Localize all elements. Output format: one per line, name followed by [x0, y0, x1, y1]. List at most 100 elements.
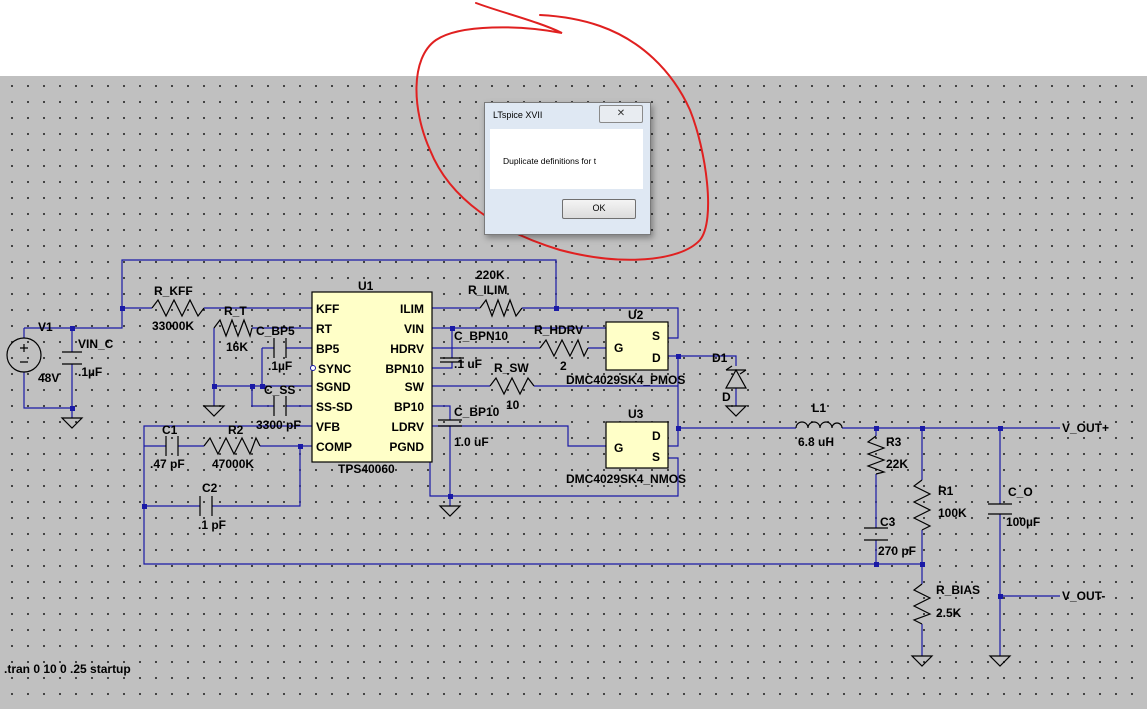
ic-pin-sw: SW [405, 380, 425, 394]
label-r2: R2 [228, 423, 244, 437]
ic-pin-sync: SYNC [318, 362, 352, 376]
capacitor-vin-c[interactable] [62, 351, 82, 365]
capacitor-c1[interactable] [165, 436, 179, 456]
ic-pin-bp5: BP5 [316, 342, 340, 356]
resistor-r1[interactable] [912, 479, 932, 531]
label-vin-c-val: .1µF [78, 365, 102, 379]
label-c-o: C_O [1008, 485, 1033, 499]
label-v1-val: 48V [38, 371, 59, 385]
ic-labels: U1 TPS40060 KFF RT BP5 SYNC SGND SS-SD V… [316, 279, 425, 476]
label-vout-minus: V_OUT- [1062, 589, 1105, 603]
label-c3-val: 270 pF [878, 544, 916, 558]
capacitor-c-o[interactable] [988, 503, 1012, 515]
label-d1-val: D [722, 390, 731, 404]
u2-drain: D [652, 351, 661, 365]
label-r3: R3 [886, 435, 902, 449]
ground-symbols [60, 405, 1012, 667]
label-r-t: R_T [224, 304, 247, 318]
label-r-sw-val: 10 [506, 398, 520, 412]
error-dialog: LTspice XVII ✕ Duplicate definitions for… [484, 102, 651, 235]
capacitor-c3[interactable] [864, 527, 888, 541]
ic-pin-ss-sd: SS-SD [316, 400, 353, 414]
label-c-o-val: 100µF [1006, 515, 1040, 529]
label-r1: R1 [938, 484, 954, 498]
ic-pin-sgnd: SGND [316, 380, 351, 394]
ic-ref: U1 [358, 279, 374, 293]
label-r1-val: 100K [938, 506, 967, 520]
label-c2-val: .1 pF [198, 518, 226, 532]
label-r-kff: R_KFF [154, 284, 193, 298]
ic-pin-comp: COMP [316, 440, 352, 454]
u3-drain: D [652, 429, 661, 443]
capacitor-c2[interactable] [199, 496, 213, 516]
label-d1: D1 [712, 351, 728, 365]
label-l1: L1 [812, 401, 826, 415]
label-r-ilim: R_ILIM [468, 283, 507, 297]
capacitor-c-bpn10[interactable] [440, 357, 464, 363]
label-c1-val: .47 pF [150, 457, 185, 471]
capacitor-c-bp10[interactable] [438, 419, 462, 427]
dialog-message: Duplicate definitions for t [503, 156, 597, 166]
label-c-ss-val: 3300 pF [256, 418, 301, 432]
mosfet-u3[interactable] [605, 421, 669, 469]
close-icon[interactable]: ✕ [599, 105, 643, 123]
spice-directive[interactable]: .tran 0 10 0 .25 startup [4, 662, 131, 676]
ic-pin-ldrv: LDRV [392, 420, 424, 434]
dialog-title: LTspice XVII [493, 110, 543, 120]
resistor-r-bias[interactable] [912, 583, 932, 625]
label-r-bias-val: 2.5K [936, 606, 962, 620]
ic-pin-bpn10: BPN10 [385, 362, 424, 376]
label-c-bp10: C_BP10 [454, 405, 500, 419]
label-c-bp10-val: 1.0 uF [454, 435, 489, 449]
ic-pin-vfb: VFB [316, 420, 340, 434]
capacitor-c-ss[interactable] [273, 396, 287, 416]
u3-source: S [652, 450, 660, 464]
u3-ref: U3 [628, 407, 644, 421]
label-c3: C3 [880, 515, 896, 529]
u3-part: DMC4029SK4_NMOS [566, 472, 686, 486]
u3-gate: G [614, 441, 623, 455]
voltage-source-v1[interactable] [6, 337, 42, 373]
label-c-ss: C_SS [264, 383, 295, 397]
label-r-ilim-val: 220K [476, 268, 505, 282]
ic-pin-kff: KFF [316, 302, 339, 316]
label-r-sw: R_SW [494, 361, 529, 375]
label-c-bp5: C_BP5 [256, 324, 295, 338]
mosfet-labels: U2 G S D DMC4029SK4_PMOS U3 G D S DMC402… [566, 308, 686, 486]
label-l1-val: 6.8 uH [798, 435, 834, 449]
mosfet-u2[interactable] [605, 321, 669, 371]
label-c-bpn10: C_BPN10 [454, 329, 508, 343]
resistor-r-kff[interactable] [151, 298, 205, 318]
ok-button[interactable]: OK [562, 199, 636, 219]
label-c-bp5-val: .1µF [268, 359, 292, 373]
resistor-r-hdrv[interactable] [539, 338, 589, 358]
label-r-bias: R_BIAS [936, 583, 980, 597]
resistor-r3[interactable] [866, 435, 887, 475]
resistor-r2[interactable] [203, 436, 261, 456]
label-v1: V1 [38, 320, 53, 334]
label-r3-val: 22K [886, 457, 908, 471]
ic-pin-pgnd: PGND [389, 440, 424, 454]
label-r2-val: 47000K [212, 457, 254, 471]
ic-pin-vin: VIN [404, 322, 424, 336]
u2-gate: G [614, 341, 623, 355]
diode-d1[interactable] [724, 365, 748, 389]
u2-ref: U2 [628, 308, 644, 322]
resistor-r-t[interactable] [213, 318, 253, 339]
capacitor-c-bp5[interactable] [273, 338, 287, 358]
u2-source: S [652, 329, 660, 343]
u2-part: DMC4029SK4_PMOS [566, 373, 685, 387]
label-r-hdrv: R_HDRV [534, 323, 583, 337]
ic-pin-ilim: ILIM [400, 302, 424, 316]
label-r-t-val: 16K [226, 340, 248, 354]
ic-u1[interactable] [310, 291, 433, 463]
ic-part: TPS40060 [338, 462, 395, 476]
resistor-r-sw[interactable] [489, 376, 535, 396]
resistor-r-ilim[interactable] [479, 298, 523, 318]
ic-pin-bp10: BP10 [394, 400, 424, 414]
inductor-l1[interactable] [795, 421, 843, 429]
dialog-body: Duplicate definitions for t [490, 129, 643, 189]
ic-pin-hdrv: HDRV [390, 342, 424, 356]
label-vin-c: VIN_C [78, 337, 114, 351]
